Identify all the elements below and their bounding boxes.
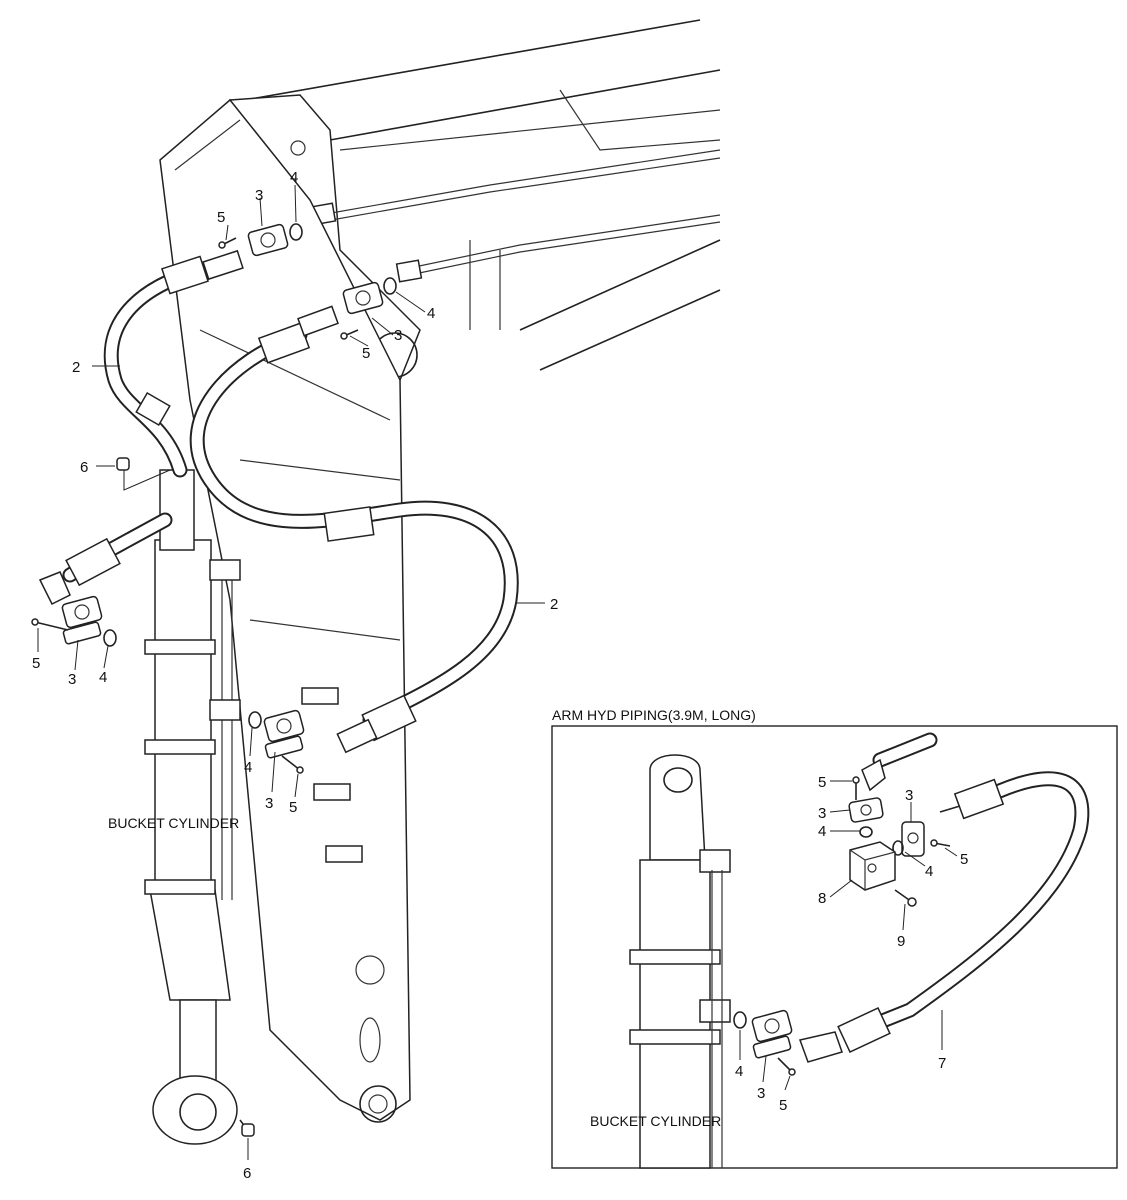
inset-callout-3-c: 3: [757, 1085, 765, 1102]
flange-mid: [342, 281, 384, 315]
inset-oring-4-a: [859, 826, 873, 838]
inset-callout-4-a: 4: [818, 823, 826, 840]
bolt-mid: [340, 329, 359, 340]
inset-bucket-cylinder: [629, 754, 731, 1169]
inset-callout-5-c: 5: [779, 1097, 787, 1114]
flange-top: [247, 223, 289, 257]
inset-callout-5-b: 5: [960, 851, 968, 868]
hose-lower-left: [38, 512, 173, 606]
inset-callout-3-b: 3: [905, 787, 913, 804]
inset-oring-4-b: [892, 840, 904, 856]
main-drawing: 5 3 4 4 3 5 2 6 5 3 4 2 4 3 5 6 BUCKET C…: [31, 19, 721, 1182]
inset-border: [551, 725, 1118, 1169]
callout-4-mid: 4: [427, 305, 435, 322]
main-callouts: 5 3 4 4 3 5 2 6 5 3 4 2 4 3 5 6: [32, 169, 558, 1182]
inset-panel: ARM HYD PIPING(3.9M, LONG): [551, 707, 1118, 1169]
inset-callout-4-c: 4: [735, 1063, 743, 1080]
inset-block-8: [849, 841, 896, 891]
inset-callouts: 5 3 4 3 4 5 8 9 7 4 3 5: [735, 774, 968, 1114]
inset-upper-hose: [861, 732, 938, 792]
callout-3-low: 3: [265, 795, 273, 812]
oring-top: [289, 223, 303, 241]
inset-callout-8: 8: [818, 890, 826, 907]
callout-2-right: 2: [550, 596, 558, 613]
inset-callout-3-a: 3: [818, 805, 826, 822]
inset-flange-3-a: [848, 797, 884, 823]
inset-callout-9: 9: [897, 933, 905, 950]
inset-leader-lines: [739, 780, 958, 1091]
callout-6-bottom: 6: [243, 1165, 251, 1182]
inset-bolt-5-b: [930, 839, 951, 847]
callout-2-left: 2: [72, 359, 80, 376]
bucket-cylinder: [144, 469, 241, 1145]
inset-callout-4-b: 4: [925, 863, 933, 880]
callout-4-low: 4: [244, 759, 252, 776]
bolt-low: [281, 755, 304, 774]
callout-3-mid: 3: [394, 327, 402, 344]
callout-4-top: 4: [290, 169, 298, 186]
hose-2-right: [189, 305, 519, 754]
bolt-left: [31, 618, 69, 631]
callout-5-top: 5: [217, 209, 225, 226]
callout-6-left: 6: [80, 459, 88, 476]
callout-5-mid: 5: [362, 345, 370, 362]
callout-5-left: 5: [32, 655, 40, 672]
callout-3-left: 3: [68, 671, 76, 688]
inset-bolt-5-a: [852, 776, 860, 800]
fitting-6-left: [116, 457, 171, 491]
inset-flange-3-c: [751, 1009, 793, 1059]
callout-5-low: 5: [289, 799, 297, 816]
inset-bucket-cylinder-label: BUCKET CYLINDER: [590, 1113, 721, 1129]
inset-callout-5-a: 5: [818, 774, 826, 791]
oring-left: [103, 629, 117, 647]
flange-left: [61, 595, 103, 645]
flange-low: [263, 709, 305, 759]
inset-callout-7: 7: [938, 1055, 946, 1072]
callout-4-left: 4: [99, 669, 107, 686]
arm: [159, 98, 411, 1123]
inset-hose-7: [799, 771, 1090, 1063]
inset-flange-3-b: [901, 821, 925, 857]
inset-bolt-5-c: [777, 1057, 796, 1076]
bolt-top: [218, 237, 237, 249]
inset-oring-4-c: [733, 1011, 747, 1029]
hose-2-left: [103, 249, 244, 478]
callout-3-top: 3: [255, 187, 263, 204]
inset-title: ARM HYD PIPING(3.9M, LONG): [552, 707, 756, 723]
fitting-6-bottom: [239, 1119, 255, 1137]
oring-mid: [383, 277, 397, 295]
leader-lines: [37, 184, 545, 1160]
inset-bolt-9: [894, 889, 917, 907]
oring-low: [248, 711, 262, 729]
bucket-cylinder-label: BUCKET CYLINDER: [108, 815, 239, 831]
